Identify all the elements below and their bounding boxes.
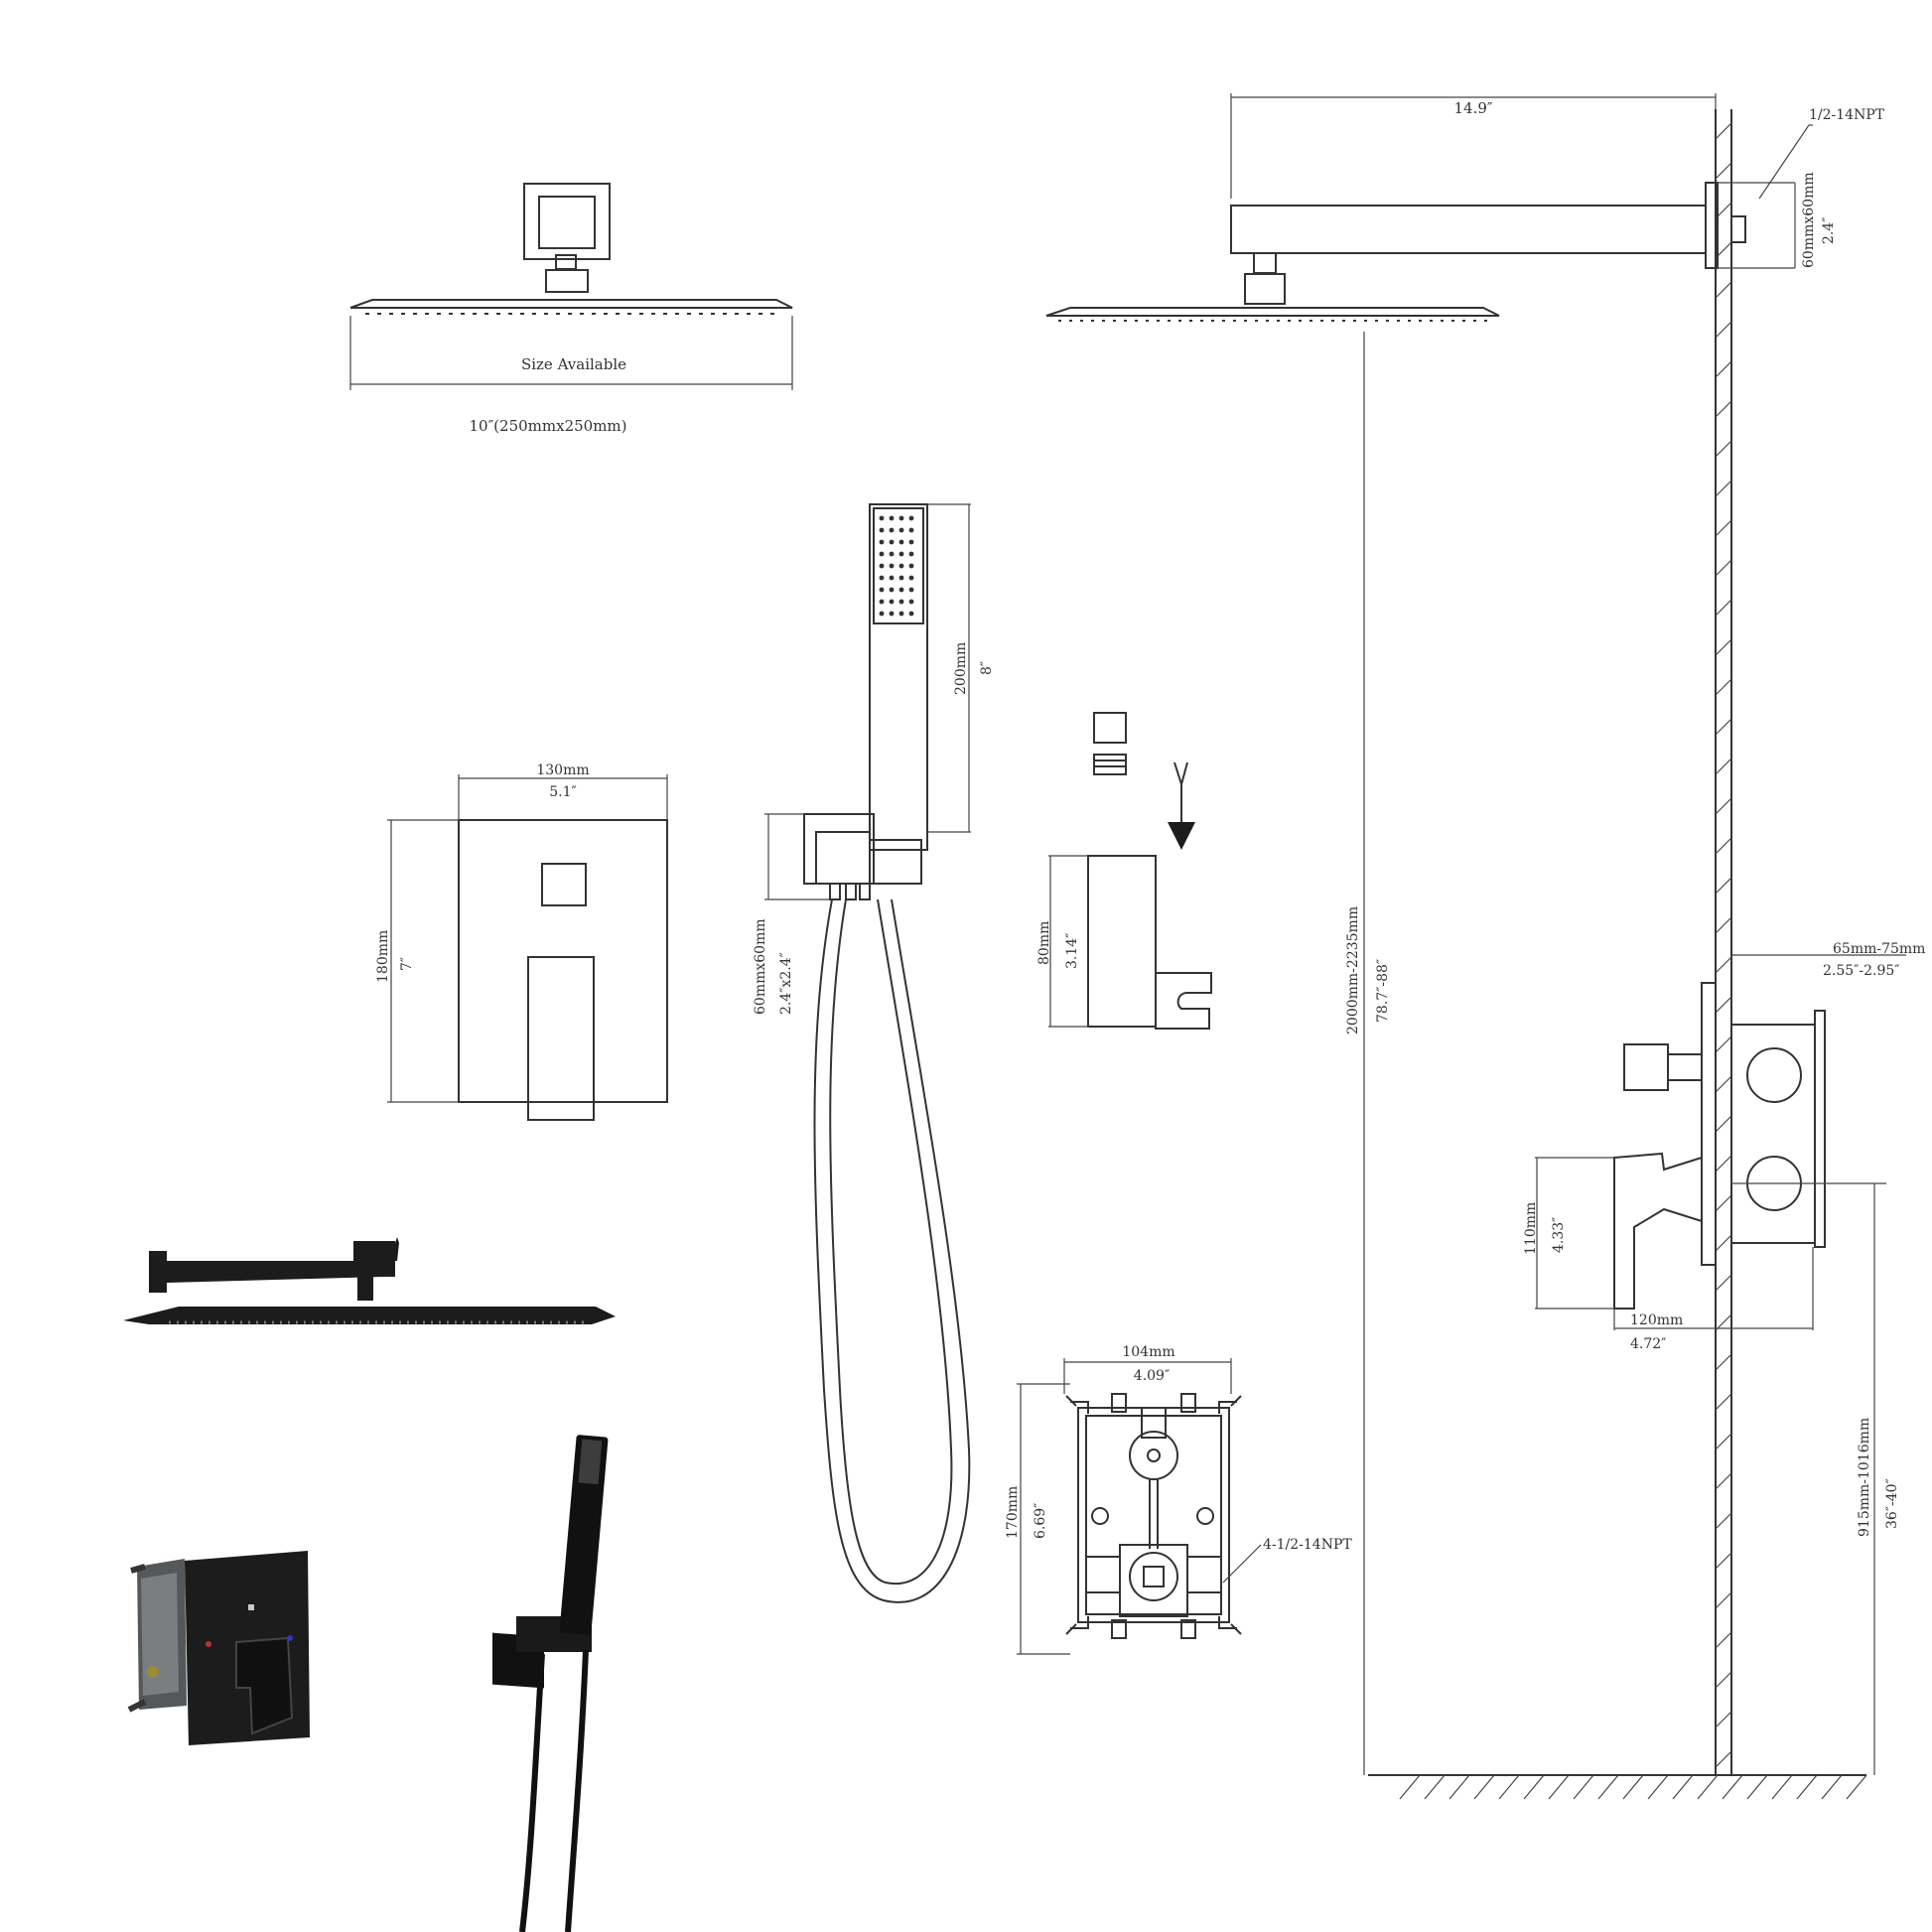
elbow-size-mm-label: 60mmx60mm — [753, 918, 768, 1015]
valve-height-body-in-label: 6.69″ — [1033, 1503, 1048, 1539]
holder-height-mm-label: 80mm — [1036, 921, 1052, 965]
lever-depth-mm-label: 120mm — [1630, 1312, 1683, 1328]
lever-height-mm-label: 110mm — [1523, 1202, 1539, 1255]
side-view-installation: 14.9″ 1/2-14NPT 60mmx60mm 2.4″ 2000mm-22… — [1045, 93, 1925, 1800]
handheld-render — [492, 1435, 609, 1932]
rain-head-outline-view: Size Available 10″(250mmx250mm) — [349, 183, 793, 435]
mount-height-in-label: 78.7″-88″ — [1375, 959, 1391, 1023]
trim-width-in-label: 5.1″ — [549, 784, 577, 800]
handheld-shower-outline: 200mm 8″ 60mmx60mm 2.4″x2.4″ — [753, 503, 995, 1603]
valve-width-mm-label: 104mm — [1122, 1344, 1174, 1360]
wall-depth-mm-label: 65mm-75mm — [1833, 941, 1925, 957]
wall-depth-in-label: 2.55″-2.95″ — [1823, 963, 1900, 979]
arm-flange-in-label: 2.4″ — [1821, 217, 1837, 245]
rain-shower-render — [123, 1237, 616, 1324]
holder-height-in-label: 3.14″ — [1064, 933, 1080, 969]
rain-head-size-value: 10″(250mmx250mm) — [469, 417, 626, 435]
arrow-down-icon — [1168, 822, 1195, 850]
lever-depth-in-label: 4.72″ — [1630, 1336, 1666, 1352]
trim-height-mm-label: 180mm — [375, 930, 391, 983]
mount-height-mm-label: 2000mm-2235mm — [1345, 906, 1361, 1035]
trim-width-mm-label: 130mm — [536, 762, 589, 778]
trim-plate-outline: 130mm 5.1″ 180mm 7″ — [375, 762, 668, 1121]
valve-body-outline: 104mm 4.09″ 170mm 6.69″ 4-1/2-14NPT — [1005, 1344, 1352, 1655]
valve-width-in-label: 4.09″ — [1134, 1368, 1170, 1384]
arm-length-label: 14.9″ — [1453, 99, 1492, 117]
arm-connection-label: 1/2-14NPT — [1809, 107, 1885, 123]
wall-hatching — [1715, 122, 1732, 1768]
valve-ports-label: 4-1/2-14NPT — [1263, 1537, 1352, 1553]
arm-flange-mm-label: 60mmx60mm — [1801, 172, 1817, 268]
trim-height-in-label: 7″ — [399, 957, 415, 971]
handheld-spray-dots — [879, 515, 914, 617]
size-available-label: Size Available — [521, 355, 626, 373]
elbow-size-in-label: 2.4″x2.4″ — [778, 952, 794, 1015]
handheld-length-mm-label: 200mm — [953, 642, 969, 695]
valve-height-body-mm-label: 170mm — [1005, 1486, 1021, 1539]
valve-height-in-label: 36″-40″ — [1884, 1478, 1900, 1529]
handheld-length-in-label: 8″ — [979, 661, 995, 675]
hose-holder-outline: 80mm 3.14″ — [1036, 712, 1212, 1030]
valve-height-mm-label: 915mm-1016mm — [1857, 1418, 1872, 1537]
lever-height-in-label: 4.33″ — [1551, 1217, 1567, 1253]
trim-valve-render — [127, 1551, 310, 1745]
